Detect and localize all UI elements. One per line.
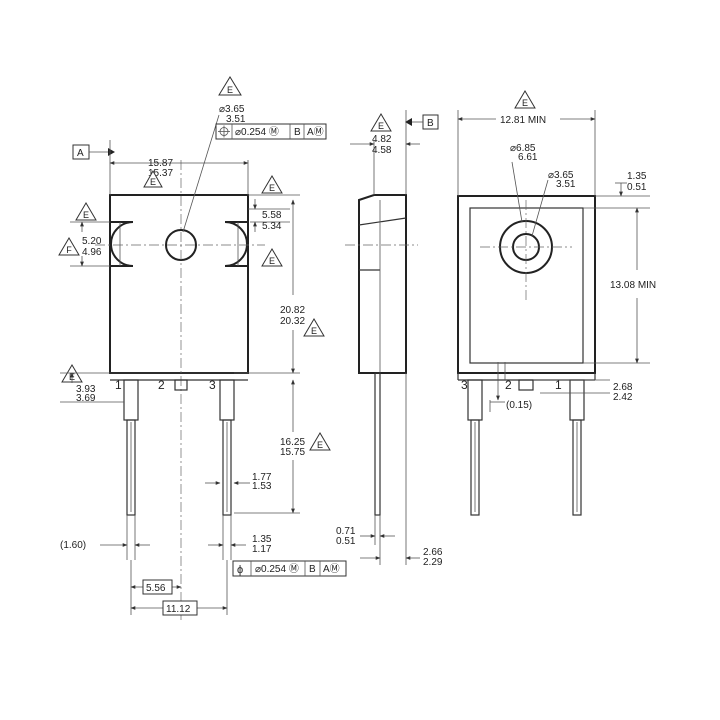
lead-tolerance-frame: ϕ ⌀0.254 Ⓜ B AⓂ	[232, 560, 347, 577]
back-lead-2-stub	[518, 379, 534, 391]
svg-text:E: E	[227, 85, 233, 95]
svg-text:B: B	[309, 564, 316, 575]
datum-e-triangle: E	[303, 318, 325, 337]
svg-text:E: E	[269, 256, 275, 266]
left-notch	[110, 221, 134, 267]
hole-dia-max: ⌀3.65	[219, 104, 245, 115]
lead-ref: (1.60)	[60, 540, 86, 551]
datum-e-triangle: E	[75, 202, 97, 221]
overall-min: 2.29	[423, 557, 443, 568]
lead-1	[123, 379, 139, 421]
back-pin-1-label: 1	[555, 378, 562, 392]
svg-text:E: E	[269, 183, 275, 193]
lead-tip-max: 1.35	[252, 534, 272, 545]
back-hole-min: 3.51	[556, 179, 576, 190]
back-width: 12.81 MIN	[500, 115, 546, 126]
back-body	[457, 195, 596, 374]
front-width-min: 15.37	[148, 168, 173, 179]
shoulder-min: 3.69	[76, 393, 96, 404]
datum-e-triangle: E	[143, 169, 163, 188]
pin-3-label: 3	[209, 378, 216, 392]
datum-e-triangle: E	[261, 175, 283, 194]
back-hole-max: ⌀3.65	[548, 170, 574, 181]
position-tolerance-frame: ⌀0.254 Ⓜ B AⓂ	[215, 123, 327, 140]
lead-span: 11.12	[166, 604, 191, 615]
lead-width-max: 1.77	[252, 472, 272, 483]
lead-2-stub	[174, 379, 188, 391]
lead-thickness-min: 0.51	[336, 536, 356, 547]
overall-max: 2.66	[423, 547, 443, 558]
svg-text:E: E	[317, 440, 323, 450]
svg-text:⌀0.254 Ⓜ: ⌀0.254 Ⓜ	[235, 126, 279, 138]
datum-e-triangle: E	[261, 248, 283, 267]
datum-e-triangle: E	[370, 113, 392, 132]
side-lead	[374, 372, 381, 516]
svg-text:F: F	[66, 245, 72, 255]
foot-ref: (0.15)	[506, 400, 532, 411]
notch-min: 5.34	[262, 221, 282, 232]
edge-min: 0.51	[627, 182, 647, 193]
notch-max: 5.58	[262, 210, 282, 221]
front-width-max: 15.87	[148, 158, 173, 169]
lead-3	[219, 379, 235, 421]
position-tolerance-symbol	[218, 125, 230, 138]
body-thickness-min: 4.58	[372, 145, 392, 156]
back-pin-2-label: 2	[505, 378, 512, 392]
phi-symbol: ϕ	[237, 564, 243, 576]
pin-1-label: 1	[115, 378, 122, 392]
back-height: 13.08 MIN	[610, 280, 656, 291]
svg-text:AⓂ: AⓂ	[307, 126, 324, 138]
side-view: B E 4.82 4.58 0.71 0.51 2.66 2.29	[336, 110, 443, 568]
svg-text:B: B	[294, 127, 301, 138]
lead-tip-min: 1.17	[252, 544, 272, 555]
ring-dia-max: ⌀6.85	[510, 143, 536, 154]
lead-length-max: 16.25	[280, 437, 305, 448]
body-height-max: 20.82	[280, 305, 305, 316]
lead-width-min: 1.53	[252, 481, 272, 492]
foot-min: 2.42	[613, 392, 633, 403]
lead-thickness-max: 0.71	[336, 526, 356, 537]
body-thickness-max: 4.82	[372, 134, 392, 145]
back-pin-3-label: 3	[461, 378, 468, 392]
right-notch	[224, 221, 248, 267]
datum-f-triangle: F	[58, 237, 80, 256]
back-lead-1	[569, 379, 585, 421]
hole-dia-min: 3.51	[226, 114, 246, 125]
lead-pitch: 5.56	[146, 583, 166, 594]
svg-text:E: E	[150, 177, 156, 187]
notch-r-max: 5.20	[82, 236, 102, 247]
svg-text:⌀0.254 Ⓜ: ⌀0.254 Ⓜ	[255, 563, 299, 575]
ring-dia-min: 6.61	[518, 152, 538, 163]
datum-e-triangle: E	[309, 432, 331, 451]
notch-r-min: 4.96	[82, 247, 102, 258]
svg-text:E: E	[522, 98, 528, 108]
datum-e-triangle: E	[218, 76, 242, 96]
svg-text:E: E	[83, 210, 89, 220]
foot-max: 2.68	[613, 382, 633, 393]
svg-text:E: E	[378, 121, 384, 131]
datum-a-label: A	[77, 148, 84, 159]
back-view: 3 2 1 E 12.81 MIN ⌀6.85 6.61 ⌀3.65 3.51 …	[457, 90, 656, 516]
svg-text:AⓂ: AⓂ	[323, 563, 340, 575]
back-lead-3	[467, 379, 483, 421]
lead-length-min: 15.75	[280, 447, 305, 458]
shoulder-max: 3.93	[76, 384, 96, 395]
side-body	[358, 194, 407, 374]
pin-2-label: 2	[158, 378, 165, 392]
edge-max: 1.35	[627, 171, 647, 182]
heatsink-pad	[469, 207, 584, 364]
datum-e-triangle: E	[514, 90, 536, 109]
body-height-min: 20.32	[280, 316, 305, 327]
datum-b-label: B	[427, 118, 434, 129]
svg-text:E: E	[311, 326, 317, 336]
front-view: 1 2 3 A 15.87 15.37 E E ⌀3.65 3.51 ⌀0.25…	[58, 76, 347, 620]
